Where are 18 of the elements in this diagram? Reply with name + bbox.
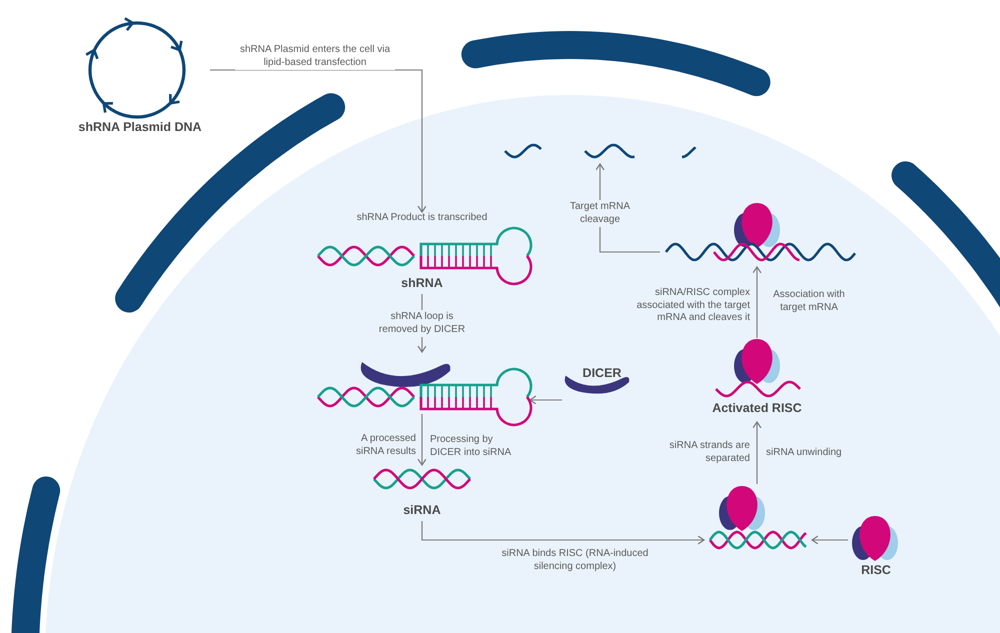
arrow — [210, 69, 427, 213]
molecule-label: shRNA Plasmid DNA — [77, 120, 203, 136]
annotation-text: siRNA strands are separated — [668, 440, 750, 465]
molecule-label: DICER — [582, 366, 622, 382]
arrow — [421, 521, 705, 545]
arrow — [417, 414, 427, 466]
edge-label: shRNA Plasmid enters the cell via lipid-based transfection — [235, 43, 395, 70]
molecule-label: Activated RISC — [711, 401, 803, 417]
arrow — [752, 421, 762, 484]
arrow — [752, 266, 762, 338]
molecule-label: shRNA — [400, 276, 444, 292]
molecule-label: RISC — [860, 563, 892, 579]
annotation-text: shRNA Product is transcribed — [356, 212, 488, 224]
annotation-text: siRNA/RISC complex associated with the target mRNA and cleaves it — [636, 287, 750, 324]
arrow — [811, 535, 848, 545]
annotation-text: A processed siRNA results — [354, 433, 416, 458]
molecule-label: siRNA — [402, 503, 442, 519]
arrow — [529, 395, 562, 405]
